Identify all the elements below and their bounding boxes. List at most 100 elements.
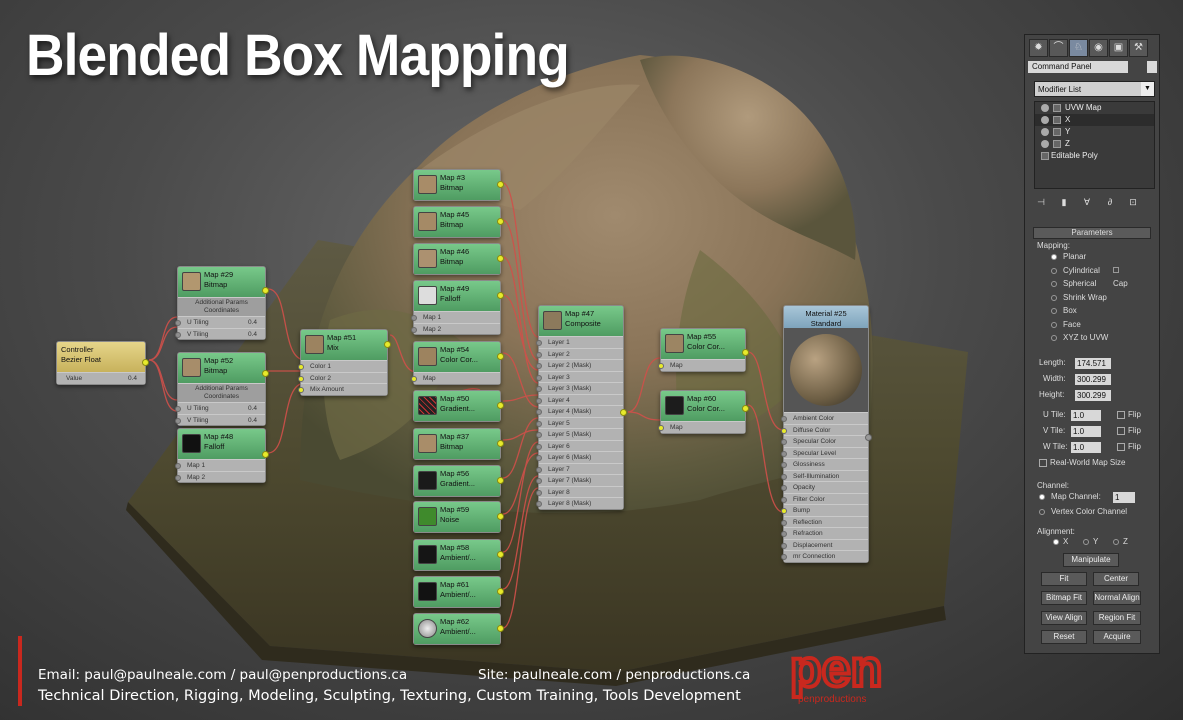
close-icon[interactable] [1147, 61, 1157, 73]
real-world-checkbox[interactable]: Real-World Map Size [1033, 455, 1151, 471]
stack-tool-icon[interactable]: ▮ [1061, 197, 1067, 207]
command-panel-tab-icon[interactable]: ✹ [1029, 39, 1048, 57]
manipulate-button[interactable]: Manipulate [1063, 553, 1119, 567]
expand-icon[interactable] [1041, 152, 1049, 160]
output-socket[interactable] [865, 434, 872, 441]
output-socket[interactable] [384, 341, 391, 348]
vertex-color-radio[interactable]: Vertex Color Channel [1033, 505, 1151, 519]
modifier-stack-item[interactable]: Editable Poly [1035, 150, 1154, 162]
width-input[interactable]: 300.299 [1075, 374, 1111, 385]
stack-tool-icon[interactable]: ⊣ [1037, 197, 1045, 207]
command-panel-tab-icon[interactable]: ♘ [1069, 39, 1088, 57]
mapping-radio[interactable]: Face [1033, 318, 1108, 332]
modifier-stack-item[interactable]: X [1035, 114, 1154, 126]
expand-icon[interactable] [1053, 128, 1061, 136]
output-socket[interactable] [742, 405, 749, 412]
output-socket[interactable] [262, 451, 269, 458]
v-tile-input[interactable]: 1.0 [1071, 426, 1101, 437]
lightbulb-icon[interactable] [1041, 116, 1049, 124]
stack-tool-icon[interactable]: ⊡ [1129, 197, 1137, 207]
expand-icon[interactable] [1053, 116, 1061, 124]
output-socket[interactable] [620, 409, 627, 416]
mapping-radio[interactable]: Spherical [1033, 277, 1108, 291]
length-input[interactable]: 174.571 [1075, 358, 1111, 369]
output-socket[interactable] [497, 625, 504, 632]
modifier-stack-item[interactable]: Y [1035, 126, 1154, 138]
lightbulb-icon[interactable] [1041, 140, 1049, 148]
output-socket[interactable] [497, 255, 504, 262]
output-socket[interactable] [497, 292, 504, 299]
output-socket[interactable] [497, 440, 504, 447]
modifier-list-dropdown[interactable]: Modifier List▼ [1034, 81, 1155, 97]
lightbulb-icon[interactable] [1041, 104, 1049, 112]
map-channel-input[interactable]: 1 [1113, 492, 1135, 503]
command-panel-tab-icon[interactable]: ⚒ [1129, 39, 1148, 57]
mapping-radio[interactable]: XYZ to UVW [1033, 331, 1108, 345]
u-tile-input[interactable]: 1.0 [1071, 410, 1101, 421]
command-panel-tab-icon[interactable]: ◉ [1089, 39, 1108, 57]
mapping-radio[interactable]: Planar [1033, 250, 1108, 264]
modifier-stack-item[interactable]: Z [1035, 138, 1154, 150]
output-socket[interactable] [497, 181, 504, 188]
mapping-radio[interactable]: Box [1033, 304, 1108, 318]
view-align-button[interactable]: View Align [1041, 611, 1087, 625]
output-socket[interactable] [497, 477, 504, 484]
command-panel-tab-icon[interactable]: ▣ [1109, 39, 1128, 57]
region-fit-button[interactable]: Region Fit [1093, 611, 1141, 625]
output-socket[interactable] [142, 359, 149, 366]
expand-icon[interactable] [1053, 104, 1061, 112]
w-tile-input[interactable]: 1.0 [1071, 442, 1101, 453]
output-socket[interactable] [497, 402, 504, 409]
fit-button[interactable]: Fit [1041, 572, 1087, 586]
rollout-header[interactable]: Parameters [1033, 227, 1151, 239]
output-socket[interactable] [262, 287, 269, 294]
acquire-button[interactable]: Acquire [1093, 630, 1141, 644]
lightbulb-icon[interactable] [1041, 128, 1049, 136]
output-socket[interactable] [497, 353, 504, 360]
expand-icon[interactable] [1053, 140, 1061, 148]
axis-radio[interactable]: Z [1113, 536, 1128, 548]
modifier-stack-item[interactable]: UVW Map [1035, 102, 1154, 114]
axis-radio[interactable]: X [1053, 536, 1068, 548]
axis-radio[interactable]: Y [1083, 536, 1098, 548]
output-socket[interactable] [742, 349, 749, 356]
command-panel-tab-icon[interactable]: ⌒ [1049, 39, 1068, 57]
output-socket[interactable] [497, 218, 504, 225]
bitmap-fit-button[interactable]: Bitmap Fit [1041, 591, 1087, 605]
map-channel-radio[interactable]: Map Channel:1 [1033, 490, 1151, 505]
output-socket[interactable] [497, 588, 504, 595]
dimensions-group: Length:174.571 Width:300.299 Height:300.… [1033, 355, 1151, 471]
output-socket[interactable] [262, 370, 269, 377]
height-input[interactable]: 300.299 [1075, 390, 1111, 401]
normal-align-button[interactable]: Normal Align [1093, 591, 1141, 605]
stack-tool-icon[interactable]: ∀ [1083, 197, 1091, 207]
output-socket[interactable] [497, 551, 504, 558]
mapping-radio[interactable]: Shrink Wrap [1033, 291, 1108, 305]
output-socket[interactable] [497, 513, 504, 520]
reset-button[interactable]: Reset [1041, 630, 1087, 644]
center-button[interactable]: Center [1093, 572, 1139, 586]
stack-tool-icon[interactable]: ∂ [1107, 197, 1113, 207]
